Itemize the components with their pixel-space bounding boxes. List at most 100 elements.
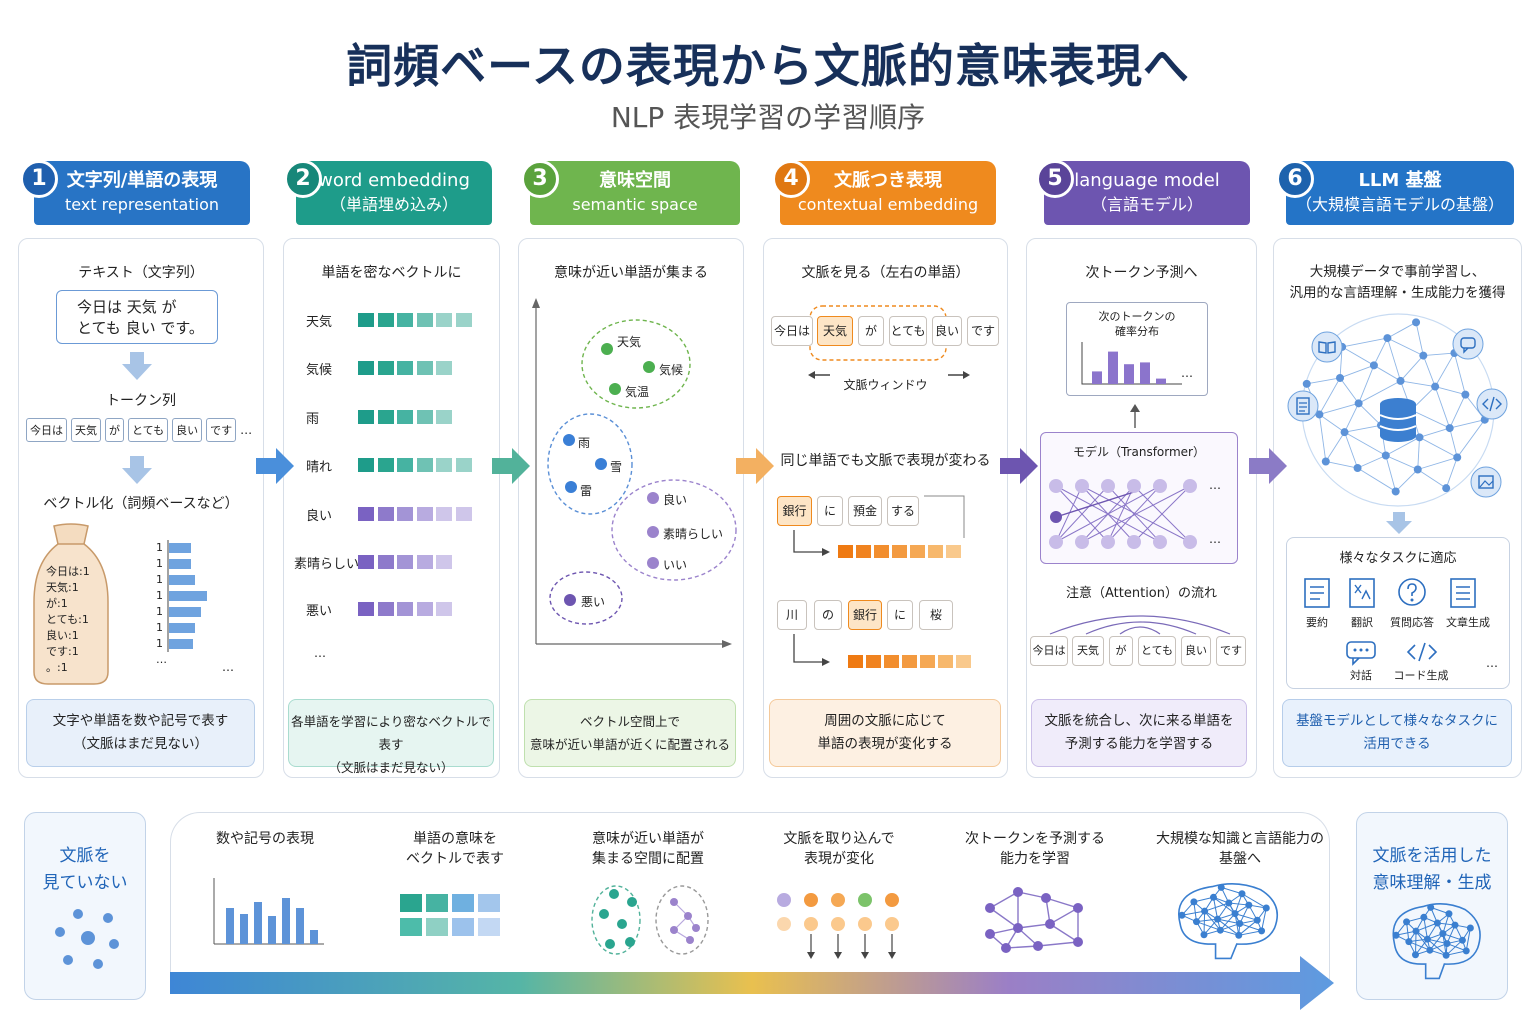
writing-icon xyxy=(1450,578,1476,608)
globe-edge xyxy=(1386,337,1401,382)
example1-token-focus: 銀行 xyxy=(777,496,812,526)
globe-edge xyxy=(1339,346,1343,378)
grid-arrow xyxy=(807,952,815,959)
context-use-line2: 意味理解・生成 xyxy=(1372,873,1492,893)
vector-cell xyxy=(956,655,971,668)
vector-cell xyxy=(902,655,917,668)
brain-node xyxy=(1411,951,1419,959)
example2-token: の xyxy=(814,600,842,630)
grid-node xyxy=(858,917,872,931)
step3-number: 3 xyxy=(521,160,559,198)
example2-flow xyxy=(793,634,830,666)
translate-icon xyxy=(1349,578,1375,608)
globe-edge xyxy=(1445,457,1458,489)
brain-node xyxy=(1443,940,1451,948)
vector-cell xyxy=(455,458,472,472)
vector-cell xyxy=(377,602,394,616)
globe-edge xyxy=(1449,394,1466,429)
database-icon xyxy=(1379,398,1417,442)
example1-token: 預金 xyxy=(848,496,882,526)
globe-edge xyxy=(1373,364,1401,382)
bag-item: です:1 xyxy=(46,645,79,658)
brain-edge xyxy=(1204,910,1221,931)
distribution-box: 次のトークンの 確率分布 xyxy=(1066,302,1208,396)
distribution-chart xyxy=(1081,342,1182,385)
stage-label: 次トークンを予測する能力を学習 xyxy=(940,829,1130,869)
globe-node xyxy=(1442,484,1451,493)
word-label: 悪い xyxy=(581,595,606,609)
embedding-word-label: 気候 xyxy=(306,363,333,378)
network-node xyxy=(1183,535,1197,549)
globe-edge xyxy=(1344,424,1382,433)
p2-label: 単語を密なベクトルに xyxy=(321,265,462,281)
network-node xyxy=(1153,479,1167,493)
globe-node xyxy=(1445,424,1454,433)
brain-node xyxy=(1462,947,1470,955)
brain-edge xyxy=(1196,918,1218,923)
network-node xyxy=(1101,535,1115,549)
grid-node xyxy=(777,917,791,931)
brain-node xyxy=(1426,946,1434,954)
brain-node xyxy=(1442,951,1450,959)
count-label: 1 xyxy=(156,573,163,586)
grid-arrow xyxy=(834,952,842,959)
attention-arcs xyxy=(1049,615,1231,635)
embedding-word-label: 晴れ xyxy=(306,460,333,475)
globe-edge xyxy=(1339,364,1375,379)
brain-edge xyxy=(1238,919,1258,936)
brain-node xyxy=(1192,918,1200,926)
count-bars xyxy=(167,540,207,652)
vector-cell xyxy=(377,313,394,327)
step2-subtitle: （単語埋め込み） xyxy=(329,195,458,214)
brain-node xyxy=(1458,936,1466,944)
chat-bubble-icon xyxy=(1452,328,1484,360)
vector-cell xyxy=(397,458,413,472)
step2-note-line2: （文脈はまだ見ない） xyxy=(328,760,454,775)
scattered-dots-icon xyxy=(55,909,119,969)
p6-label1: 大規模データで事前学習し、 xyxy=(1309,264,1486,280)
step4-subtitle: contextual embedding xyxy=(797,195,979,214)
step4-number: 4 xyxy=(772,160,810,198)
brain-edge xyxy=(1234,913,1258,921)
globe-edge xyxy=(1306,377,1341,385)
lm-token: です xyxy=(1216,636,1246,666)
brain-node xyxy=(1200,931,1208,939)
brain-outline xyxy=(1392,903,1481,980)
step3-subtitle: semantic space xyxy=(572,195,698,214)
stage-label-line1: 次トークンを予測する xyxy=(965,831,1105,847)
globe-node xyxy=(1381,451,1390,460)
brain-edge xyxy=(1203,911,1206,935)
grid-node xyxy=(885,917,899,931)
step3-panel xyxy=(518,238,744,778)
code-generation-icon xyxy=(1406,642,1438,662)
brain-node xyxy=(1217,883,1225,891)
summary-icon xyxy=(1304,578,1330,608)
brain-node xyxy=(1238,890,1246,898)
vector-cell xyxy=(377,507,394,521)
image-icon xyxy=(1470,466,1502,498)
stage1-bar-icon xyxy=(213,878,324,945)
attention-edge xyxy=(1133,485,1191,543)
p1-text-line2: とても 良い です。 xyxy=(77,319,204,337)
bag-item: 天気:1 xyxy=(46,581,79,594)
step6-header: LLM 基盤 （大規模言語モデルの基盤） xyxy=(1286,161,1514,225)
globe-edge xyxy=(1411,409,1450,429)
token: です xyxy=(206,418,237,442)
brain-edge xyxy=(1408,941,1431,951)
tasks-label: 様々なタスクに適応 xyxy=(1339,551,1457,566)
no-context-line1: 文脈を xyxy=(59,846,111,866)
globe-edge xyxy=(1417,437,1420,470)
count-labels: 1 1 1 1 1 1 1 … xyxy=(156,540,167,668)
token: 今日は xyxy=(26,418,67,442)
count-label: 1 xyxy=(156,589,163,602)
embedding-word-label: 天気 xyxy=(306,315,333,330)
step2-title: word embedding xyxy=(318,170,470,191)
step2-note-line1: 各単語を学習により密なベクトルで表す xyxy=(291,714,491,752)
ellipsis: … xyxy=(1209,532,1221,546)
step4-title: 文脈つき表現 xyxy=(834,170,942,191)
vector-cell xyxy=(874,545,889,558)
word-label: 雷 xyxy=(580,484,593,498)
dist-bar xyxy=(1156,378,1166,384)
globe-edge xyxy=(1319,402,1359,415)
network-node xyxy=(1049,479,1063,493)
